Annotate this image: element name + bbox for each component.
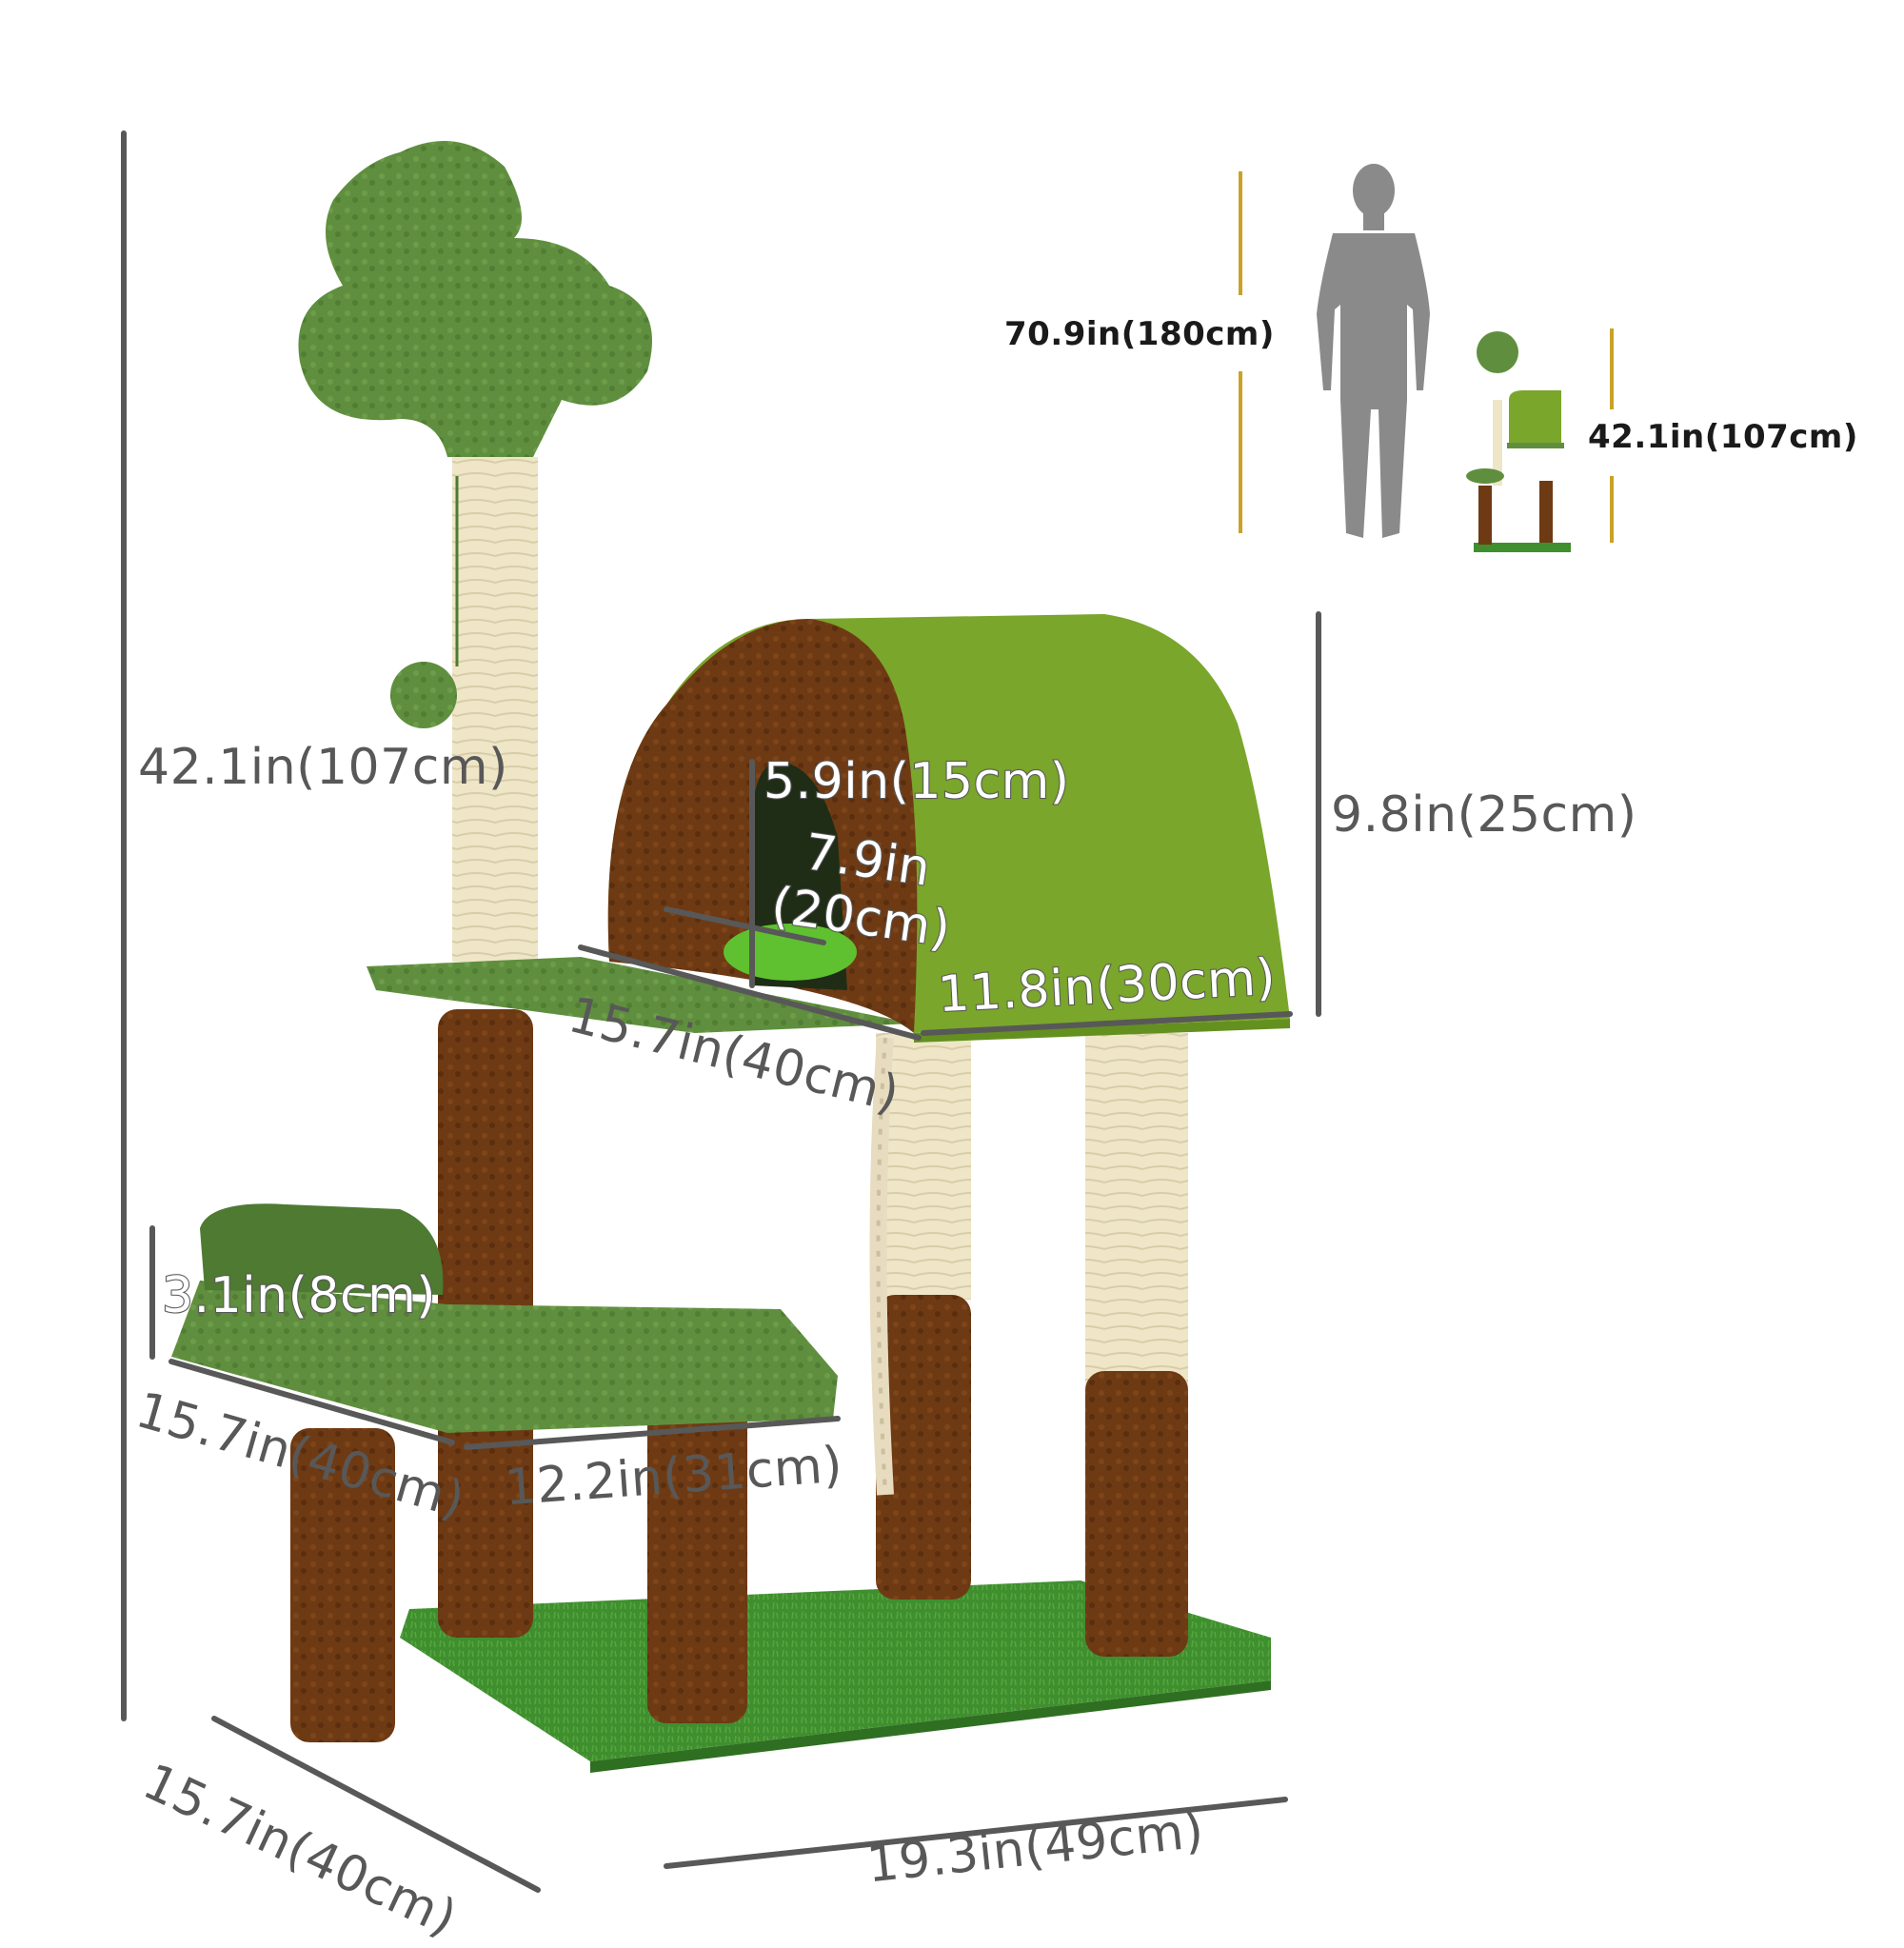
front-post-left	[290, 1428, 395, 1742]
front-post-right	[647, 1390, 747, 1723]
middle-platform	[367, 957, 914, 1033]
hanging-pompom-toy	[390, 476, 459, 728]
bed-height-label: 3.1in(8cm)	[161, 1267, 437, 1324]
dimension-lines	[121, 130, 1321, 1893]
person-silhouette-icon	[1317, 164, 1430, 538]
tree-top-cushion	[298, 141, 652, 457]
hanging-rope-toy	[869, 1037, 894, 1496]
cat-tree-thumbnail-icon	[1466, 331, 1571, 552]
person-height-label: 70.9in(180cm)	[1004, 315, 1275, 353]
scale-comparison	[1239, 164, 1614, 552]
entrance-height-label: 5.9in(15cm)	[763, 753, 1070, 810]
product-illustration	[121, 130, 1614, 1893]
back-post-middle	[876, 1033, 971, 1600]
lower-bed	[171, 1203, 838, 1433]
product-height-label: 42.1in(107cm)	[1588, 418, 1858, 456]
total-height-label: 42.1in(107cm)	[138, 739, 508, 796]
hut-height-label: 9.8in(25cm)	[1331, 786, 1637, 844]
back-post-right	[1085, 1033, 1188, 1657]
base-platform	[400, 1580, 1271, 1773]
hut-condo	[607, 614, 1290, 1043]
